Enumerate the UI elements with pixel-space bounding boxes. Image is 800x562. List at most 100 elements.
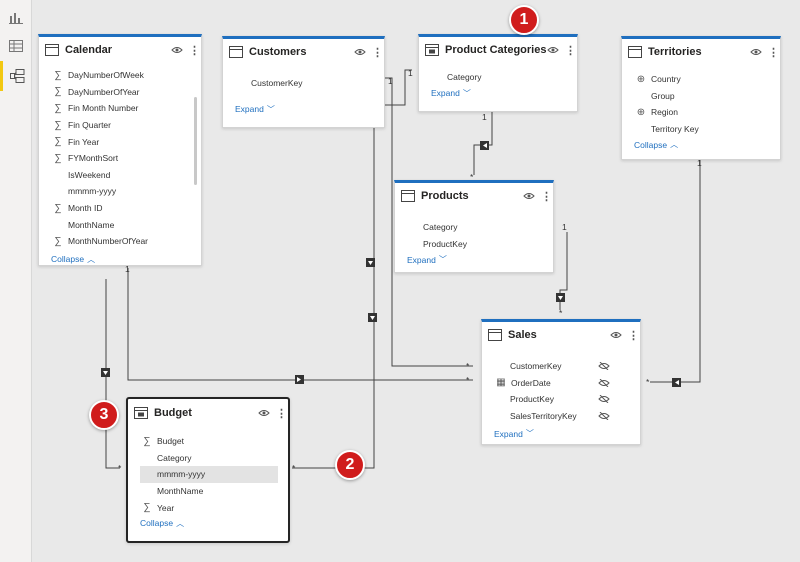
field-item[interactable]: ∑Fin Year — [39, 133, 201, 150]
field-item[interactable]: ProductKey — [482, 391, 640, 408]
globe-icon: ⊕ — [636, 73, 646, 85]
field-item[interactable]: MonthName — [128, 483, 288, 500]
field-item[interactable]: MonthName — [39, 216, 201, 233]
chevron-up-icon: ︿ — [670, 140, 679, 150]
field-item[interactable]: Category — [419, 69, 577, 86]
collapse-label: Collapse — [634, 139, 668, 150]
expand-label: Expand — [407, 254, 436, 265]
table-card-calendar[interactable]: Calendar ⋮ ∑DayNumberOfWeek ∑DayNumberOf… — [38, 34, 202, 266]
field-list: CustomerKey ▦OrderDate ProductKey SalesT… — [482, 348, 640, 424]
more-options-icon[interactable]: ⋮ — [768, 46, 779, 59]
field-item[interactable]: ∑MonthNumberOfYear — [39, 233, 201, 250]
field-item[interactable]: ▦OrderDate — [482, 375, 640, 392]
table-title: Sales — [508, 329, 537, 341]
table-header[interactable]: Territories ⋮ — [622, 39, 780, 65]
more-options-icon[interactable]: ⋮ — [189, 44, 200, 57]
table-view-button[interactable] — [0, 31, 32, 61]
field-item[interactable]: ∑FYMonthSort — [39, 150, 201, 167]
chevron-up-icon: ︿ — [176, 518, 185, 528]
table-header[interactable]: Calendar ⋮ — [39, 37, 201, 63]
more-options-icon[interactable]: ⋮ — [276, 407, 287, 420]
sigma-icon: ∑ — [143, 435, 151, 447]
hidden-eye-icon[interactable] — [598, 362, 610, 371]
eye-icon[interactable] — [547, 46, 559, 54]
eye-icon[interactable] — [523, 192, 535, 200]
more-options-icon[interactable]: ⋮ — [372, 46, 383, 59]
table-title: Calendar — [65, 44, 113, 56]
field-item[interactable]: CustomerKey — [223, 75, 384, 92]
collapse-button[interactable]: Collapse︿ — [39, 254, 201, 265]
field-item-selected[interactable]: mmmm-yyyy — [140, 466, 278, 483]
scrollbar[interactable] — [194, 97, 197, 185]
table-header[interactable]: Budget ⋮ — [128, 399, 288, 427]
field-label: MonthName — [68, 219, 115, 230]
field-item[interactable]: Category — [128, 450, 288, 467]
field-item[interactable]: ∑DayNumberOfYear — [39, 84, 201, 101]
collapse-button[interactable]: Collapse︿ — [128, 518, 288, 529]
hidden-eye-icon[interactable] — [598, 395, 610, 404]
expand-button[interactable]: Expand﹀ — [419, 88, 577, 99]
table-header[interactable]: Products ⋮ — [395, 183, 553, 209]
cardinality-many: * — [470, 172, 474, 182]
sigma-icon: ∑ — [54, 119, 62, 131]
field-label: Region — [651, 107, 678, 118]
field-item[interactable]: Group — [622, 88, 780, 105]
field-item[interactable]: ProductKey — [395, 236, 553, 253]
table-title: Products — [421, 190, 469, 202]
table-card-customers[interactable]: Customers ⋮ CustomerKey Expand﹀ — [222, 36, 385, 128]
table-header[interactable]: Sales ⋮ — [482, 322, 640, 348]
eye-icon[interactable] — [258, 409, 270, 417]
field-item[interactable]: ∑DayNumberOfWeek — [39, 67, 201, 84]
eye-icon[interactable] — [750, 48, 762, 56]
model-view-button[interactable] — [0, 61, 32, 91]
field-list: ∑DayNumberOfWeek ∑DayNumberOfYear ∑Fin M… — [39, 63, 201, 250]
more-options-icon[interactable]: ⋮ — [541, 190, 552, 203]
cardinality-one: 1 — [482, 112, 487, 122]
field-item[interactable]: ∑Fin Quarter — [39, 117, 201, 134]
table-grid-icon — [9, 40, 23, 52]
field-item[interactable]: IsWeekend — [39, 167, 201, 184]
expand-button[interactable]: Expand﹀ — [223, 104, 384, 115]
expand-label: Expand — [494, 428, 523, 439]
field-list: CustomerKey — [223, 65, 384, 92]
eye-icon[interactable] — [354, 48, 366, 56]
table-title: Customers — [249, 46, 307, 58]
field-item[interactable]: ∑Fin Month Number — [39, 100, 201, 117]
field-item[interactable]: SalesTerritoryKey — [482, 408, 640, 425]
table-header[interactable]: Product Categories ⋮ — [419, 37, 577, 63]
table-card-territories[interactable]: Territories ⋮ ⊕Country Group ⊕Region Ter… — [621, 36, 781, 160]
eye-icon[interactable] — [610, 331, 622, 339]
field-item[interactable]: mmmm-yyyy — [39, 183, 201, 200]
field-item[interactable]: ∑Year — [128, 499, 288, 516]
table-card-sales[interactable]: Sales ⋮ CustomerKey ▦OrderDate ProductKe… — [481, 319, 641, 445]
table-card-budget[interactable]: Budget ⋮ ∑Budget Category mmmm-yyyy Mont… — [126, 397, 290, 543]
field-item[interactable]: ⊕Country — [622, 71, 780, 88]
cardinality-one: 1 — [562, 222, 567, 232]
chevron-up-icon: ︿ — [87, 254, 96, 264]
chevron-down-icon: ﹀ — [438, 255, 447, 265]
collapse-button[interactable]: Collapse︿ — [622, 139, 780, 150]
field-label: IsWeekend — [68, 169, 111, 180]
table-icon — [45, 44, 59, 56]
table-card-products[interactable]: Products ⋮ Category ProductKey Expand﹀ — [394, 180, 554, 273]
expand-button[interactable]: Expand﹀ — [482, 428, 640, 439]
collapse-label: Collapse — [140, 518, 174, 529]
field-item[interactable]: ⊕Region — [622, 104, 780, 121]
table-header[interactable]: Customers ⋮ — [223, 39, 384, 65]
field-item[interactable]: ∑Budget — [128, 433, 288, 450]
field-item[interactable]: CustomerKey — [482, 358, 640, 375]
field-label: FYMonthSort — [68, 153, 119, 164]
hidden-eye-icon[interactable] — [598, 412, 610, 421]
more-options-icon[interactable]: ⋮ — [628, 329, 639, 342]
field-item[interactable]: Territory Key — [622, 121, 780, 138]
expand-button[interactable]: Expand﹀ — [395, 254, 553, 265]
table-card-product-categories[interactable]: Product Categories ⋮ Category Expand﹀ — [418, 34, 578, 112]
hidden-eye-icon[interactable] — [598, 378, 610, 387]
report-view-button[interactable] — [0, 2, 32, 32]
sigma-icon: ∑ — [54, 86, 62, 98]
field-item[interactable]: Category — [395, 219, 553, 236]
cardinality-many: * — [466, 361, 470, 371]
field-item[interactable]: ∑Month ID — [39, 200, 201, 217]
eye-icon[interactable] — [171, 46, 183, 54]
more-options-icon[interactable]: ⋮ — [565, 44, 576, 57]
